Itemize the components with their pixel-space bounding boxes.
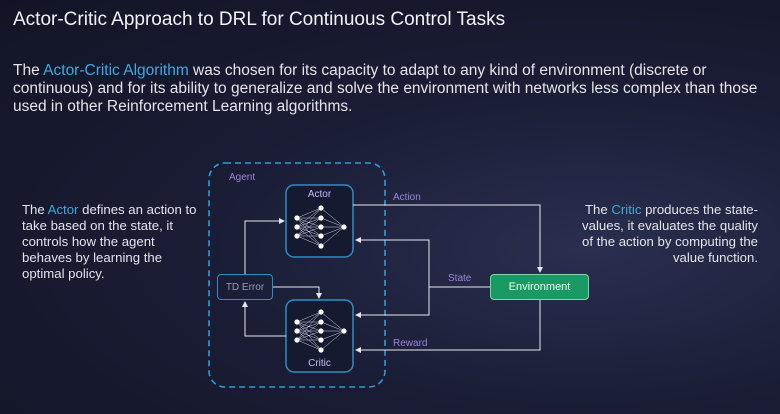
neuron <box>318 243 324 249</box>
neuron <box>341 328 347 334</box>
neuron <box>294 215 300 221</box>
actor-description: The Actor defines an action to take base… <box>22 202 202 282</box>
critic-description: The Critic produces the state-values, it… <box>578 202 758 266</box>
actor-box <box>285 184 354 258</box>
state-to-critic-arrow <box>355 300 430 318</box>
state-label: State <box>448 273 472 284</box>
action-arrow <box>353 204 543 273</box>
neuron <box>318 205 324 211</box>
neuron <box>294 319 300 325</box>
neuron <box>294 337 300 343</box>
agent-boundary <box>208 162 386 388</box>
neuron <box>318 233 324 239</box>
neuron <box>318 319 324 325</box>
actor-desc-prefix: The <box>22 202 48 217</box>
state-to-actor-arrow <box>355 237 430 315</box>
actor-label: Actor <box>307 189 332 200</box>
neuron <box>294 233 300 239</box>
actor-desc-suffix: defines an action to take based on the s… <box>22 202 197 281</box>
environment-box: Environment <box>490 274 589 300</box>
intro-highlight: Actor-Critic Algorithm <box>43 62 189 79</box>
neuron <box>318 337 324 343</box>
critic-network-icon <box>294 309 347 353</box>
intro-prefix: The <box>13 62 44 79</box>
critic-label: Critic <box>308 358 331 369</box>
neuron <box>341 224 347 230</box>
neuron <box>318 347 324 353</box>
neuron <box>318 224 324 230</box>
neuron <box>318 215 324 221</box>
action-label: Action <box>393 192 421 203</box>
actor-network-icon <box>294 205 347 249</box>
neuron <box>318 309 324 315</box>
critic-desc-prefix: The <box>585 202 612 217</box>
agent-label: Agent <box>229 172 256 183</box>
slide-title: Actor-Critic Approach to DRL for Continu… <box>13 9 506 30</box>
neuron <box>294 224 300 230</box>
neuron <box>318 328 324 334</box>
reward-label: Reward <box>393 338 428 349</box>
critic-desc-highlight: Critic <box>611 202 642 217</box>
intro-suffix: was chosen for its capacity to adapt to … <box>13 62 758 115</box>
intro-paragraph: The Actor-Critic Algorithm was chosen fo… <box>13 62 773 116</box>
td-to-actor-arrow <box>244 218 285 274</box>
reward-arrow <box>355 300 541 353</box>
td-error-box: TD Error <box>217 274 273 300</box>
critic-to-td-arrow <box>242 301 286 337</box>
actor-desc-highlight: Actor <box>47 202 79 217</box>
neuron <box>294 328 300 334</box>
critic-desc-suffix: produces the state-values, it evaluates … <box>582 202 758 265</box>
td-to-critic-arrow <box>273 286 322 299</box>
